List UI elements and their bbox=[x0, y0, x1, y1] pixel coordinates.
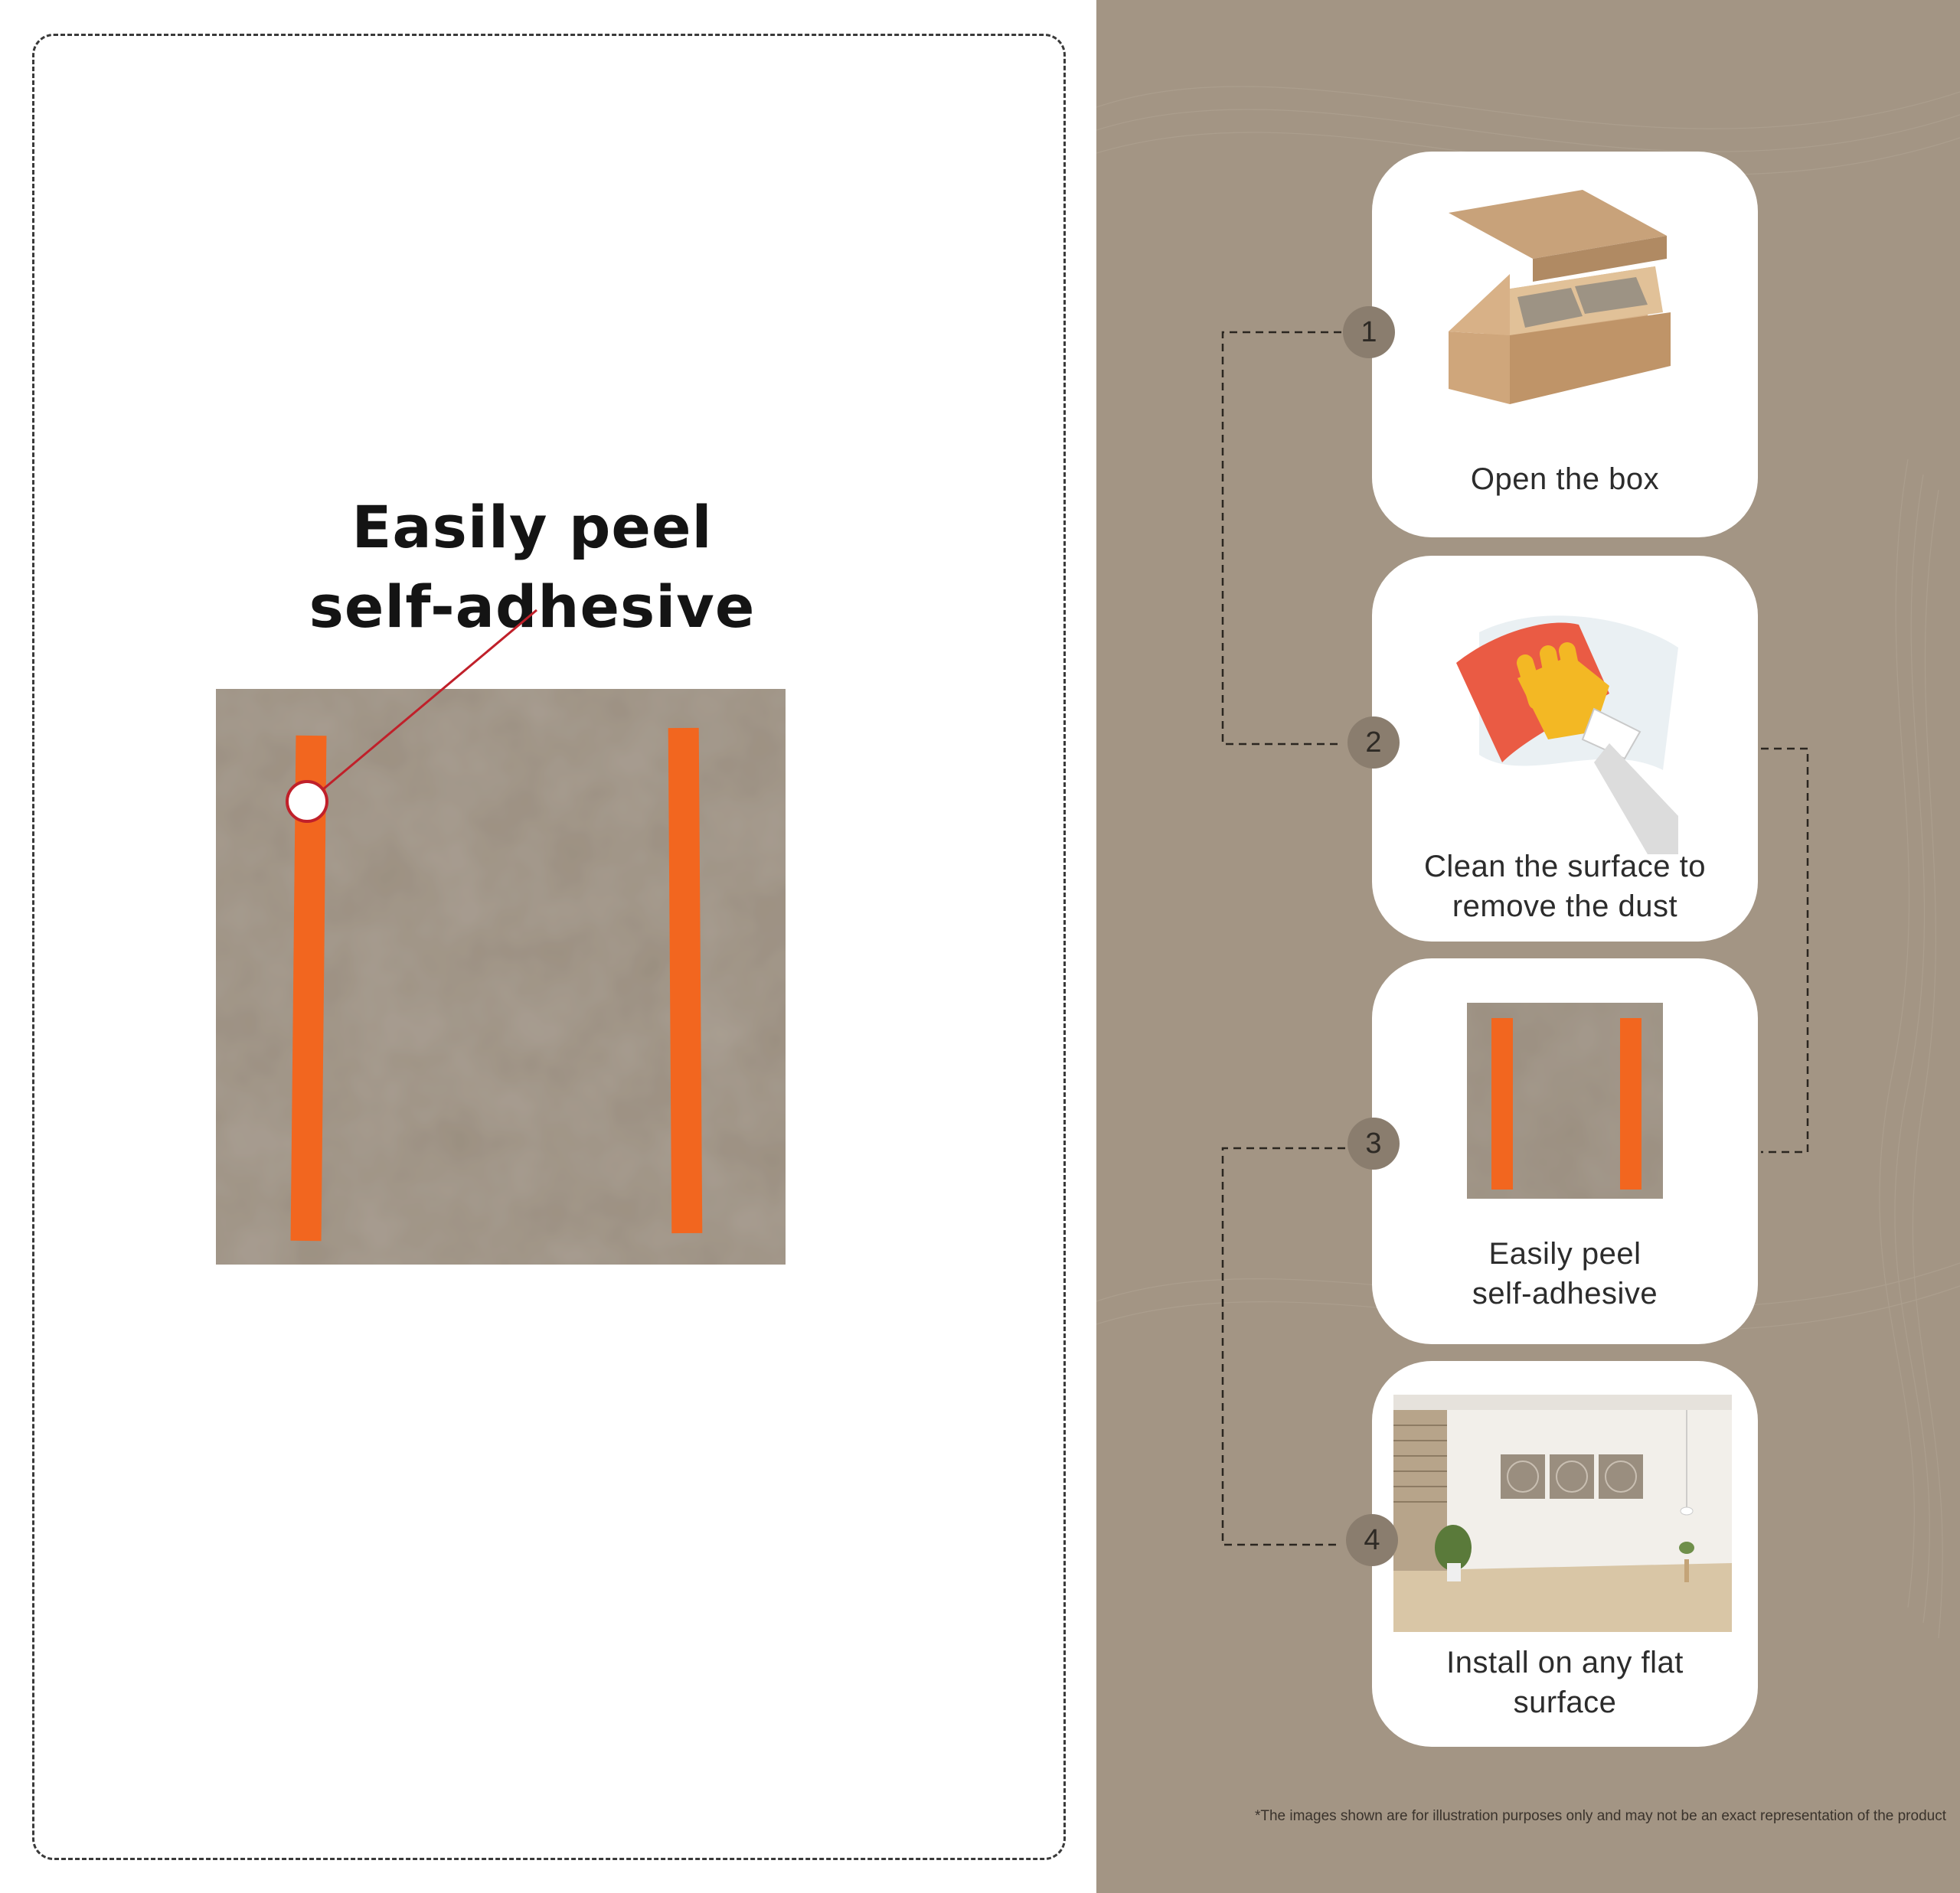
step-label-4: Install on any flat surface bbox=[1446, 1646, 1684, 1719]
step-badge-2: 2 bbox=[1348, 716, 1400, 769]
open-box-icon bbox=[1449, 190, 1671, 404]
callout-heading: Easily peel self-adhesive bbox=[188, 488, 877, 647]
left-panel: Easily peel self-adhesive bbox=[32, 34, 1066, 1860]
step-label-3: Easily peel self-adhesive bbox=[1472, 1237, 1658, 1310]
cleaning-icon bbox=[1456, 615, 1678, 854]
adhesive-strip-left bbox=[290, 735, 327, 1242]
step-card-2: Clean the surface to remove the dust bbox=[1372, 556, 1758, 942]
step-card-1: Open the box bbox=[1372, 152, 1758, 537]
callout-heading-line2: self-adhesive bbox=[309, 573, 756, 641]
step-connectors bbox=[1221, 331, 1809, 1546]
callout-line bbox=[308, 609, 537, 803]
felt-panel-illustration bbox=[216, 609, 786, 1265]
step-badge-1: 1 bbox=[1343, 306, 1395, 358]
step-card-4: Install on any flat surface bbox=[1372, 1361, 1758, 1747]
room-install-icon bbox=[1393, 1395, 1732, 1632]
step-card-3: Easily peel self-adhesive bbox=[1372, 958, 1758, 1344]
step-label-2: Clean the surface to remove the dust bbox=[1424, 850, 1706, 923]
disclaimer-text: *The images shown are for illustration p… bbox=[1254, 1808, 1946, 1824]
step-badge-4: 4 bbox=[1346, 1514, 1398, 1566]
right-panel: Open the box 1 Clean the surface to remo… bbox=[1096, 0, 1960, 1893]
callout-marker bbox=[286, 780, 328, 823]
panel-adhesive-icon bbox=[1467, 1003, 1663, 1199]
step-badge-3: 3 bbox=[1348, 1118, 1400, 1170]
callout-heading-line1: Easily peel bbox=[351, 493, 713, 561]
step-label-1: Open the box bbox=[1470, 462, 1660, 496]
adhesive-strip-right bbox=[668, 727, 703, 1234]
